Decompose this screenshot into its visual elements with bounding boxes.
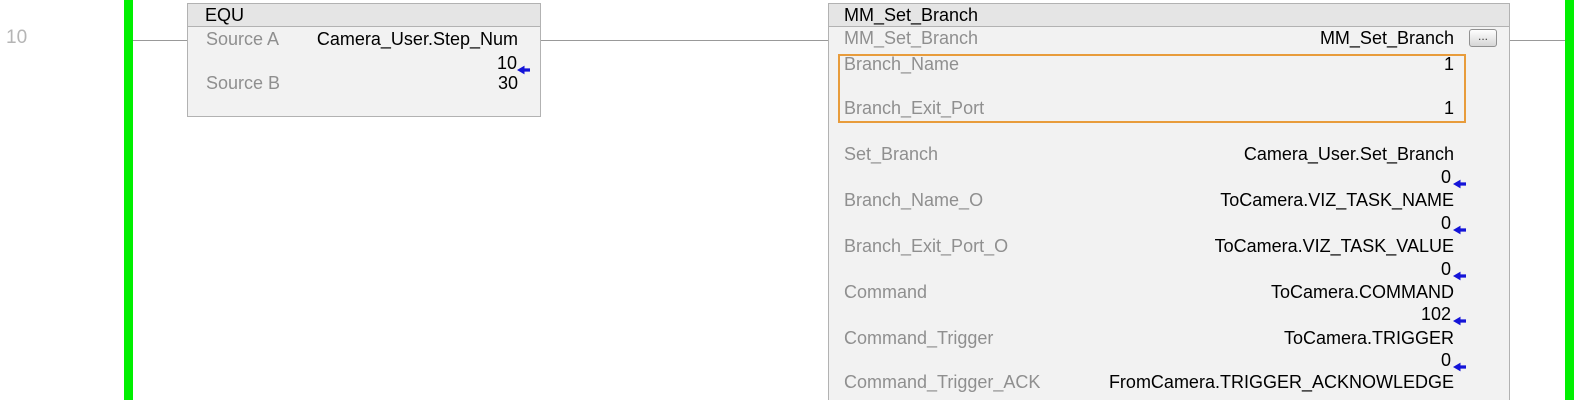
parameter-row: Branch_Name 1 bbox=[829, 53, 1509, 75]
value-arrow-icon bbox=[1453, 218, 1466, 235]
operand-tag[interactable]: Camera_User.Set_Branch bbox=[1243, 144, 1454, 164]
live-value: 102 bbox=[1420, 304, 1451, 324]
parameter-row: Branch_Name_O ToCamera.VIZ_TASK_NAME bbox=[829, 189, 1509, 211]
live-value: 0 bbox=[1440, 350, 1451, 370]
live-value: 0 bbox=[1440, 259, 1451, 279]
browse-tag-button[interactable]: ... bbox=[1469, 29, 1497, 47]
parameter-row: Branch_Exit_Port_O ToCamera.VIZ_TASK_VAL… bbox=[829, 235, 1509, 257]
mm-set-branch-instruction-block[interactable]: MM_Set_Branch MM_Set_Branch MM_Set_Branc… bbox=[828, 3, 1510, 400]
live-value-row: 0 bbox=[829, 166, 1509, 189]
parameter-label: Command_Trigger_ACK bbox=[844, 372, 1041, 392]
parameter-row: Source A Camera_User.Step_Num bbox=[188, 28, 540, 50]
live-value: 10 bbox=[496, 53, 517, 73]
parameter-label: Branch_Exit_Port bbox=[844, 98, 985, 118]
parameter-row: Command ToCamera.COMMAND bbox=[829, 281, 1509, 303]
parameter-label: Source B bbox=[206, 73, 281, 93]
value-arrow-icon bbox=[1453, 309, 1466, 326]
operand-tag[interactable]: FromCamera.TRIGGER_ACKNOWLEDGE bbox=[1108, 372, 1454, 392]
operand-value[interactable]: 30 bbox=[497, 73, 518, 93]
live-value-row: 0 bbox=[829, 349, 1509, 372]
operand-tag[interactable]: ToCamera.VIZ_TASK_NAME bbox=[1220, 190, 1454, 210]
rung-wire bbox=[1509, 40, 1565, 41]
parameter-label: Command bbox=[844, 282, 928, 302]
parameter-row: Command_Trigger ToCamera.TRIGGER bbox=[829, 327, 1509, 349]
live-value-row: 10 bbox=[188, 52, 540, 75]
live-value-row: 0 bbox=[829, 212, 1509, 235]
operand-tag[interactable]: Camera_User.Step_Num bbox=[316, 29, 518, 49]
parameter-label: MM_Set_Branch bbox=[844, 28, 979, 48]
operand-tag[interactable]: ToCamera.VIZ_TASK_VALUE bbox=[1214, 236, 1454, 256]
parameter-row: Source B 30 bbox=[188, 72, 540, 94]
rung-number[interactable]: 10 bbox=[6, 27, 28, 48]
operand-value[interactable]: 1 bbox=[1443, 98, 1454, 118]
parameter-label: Command_Trigger bbox=[844, 328, 994, 348]
aoi-instance-tag[interactable]: MM_Set_Branch bbox=[1319, 28, 1454, 48]
rung-wire bbox=[541, 40, 828, 41]
left-power-rail bbox=[124, 0, 133, 400]
operand-tag[interactable]: ToCamera.COMMAND bbox=[1270, 282, 1454, 302]
live-value-row: 0 bbox=[829, 258, 1509, 281]
value-arrow-icon bbox=[1453, 172, 1466, 189]
instruction-header: EQU bbox=[188, 4, 540, 27]
parameter-label: Source A bbox=[206, 29, 280, 49]
parameter-row: Command_Trigger_ACK FromCamera.TRIGGER_A… bbox=[829, 371, 1509, 393]
value-arrow-icon bbox=[1453, 264, 1466, 281]
selection-highlight-box bbox=[838, 54, 1466, 123]
parameter-label: Branch_Name_O bbox=[844, 190, 984, 210]
value-arrow-icon bbox=[1453, 355, 1466, 372]
rung-wire bbox=[133, 40, 187, 41]
operand-tag[interactable]: ToCamera.TRIGGER bbox=[1283, 328, 1454, 348]
right-power-rail bbox=[1565, 0, 1574, 400]
parameter-row: Set_Branch Camera_User.Set_Branch bbox=[829, 143, 1509, 165]
value-arrow-icon bbox=[517, 58, 530, 75]
parameter-row: Branch_Exit_Port 1 bbox=[829, 97, 1509, 119]
parameter-label: Branch_Exit_Port_O bbox=[844, 236, 1009, 256]
parameter-label: Branch_Name bbox=[844, 54, 960, 74]
equ-instruction-block[interactable]: EQU Source A Camera_User.Step_Num 10 Sou… bbox=[187, 3, 541, 117]
parameter-row: MM_Set_Branch MM_Set_Branch bbox=[829, 27, 1509, 49]
instruction-header: MM_Set_Branch bbox=[829, 4, 1509, 27]
operand-value[interactable]: 1 bbox=[1443, 54, 1454, 74]
live-value: 0 bbox=[1440, 167, 1451, 187]
parameter-label: Set_Branch bbox=[844, 144, 939, 164]
live-value-row: 102 bbox=[829, 303, 1509, 326]
live-value: 0 bbox=[1440, 213, 1451, 233]
